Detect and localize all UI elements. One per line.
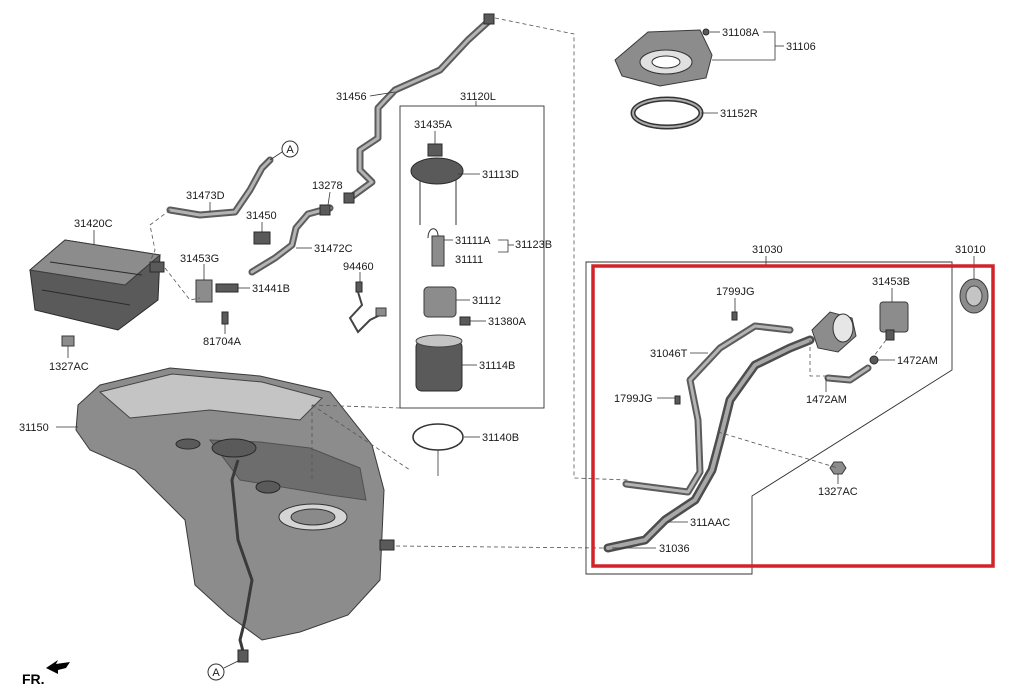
part-labels: 31108A 31106 31152R 31456 31120L 31435A … xyxy=(19,27,986,555)
ref-A-bottom-text: A xyxy=(212,667,220,679)
label-31380A: 31380A xyxy=(488,316,527,328)
label-31114B: 31114B xyxy=(479,360,515,372)
label-31152R: 31152R xyxy=(720,108,758,120)
label-81704A: 81704A xyxy=(203,336,242,348)
pump-gasket xyxy=(412,423,464,476)
reservoir-cup xyxy=(415,334,463,392)
pump-flange xyxy=(410,143,464,225)
label-31450: 31450 xyxy=(246,210,277,222)
bracket-31453G xyxy=(195,279,239,303)
label-31453B: 31453B xyxy=(872,276,910,288)
clip-31450 xyxy=(253,231,271,245)
label-31472C: 31472C xyxy=(314,243,353,255)
label-31112: 31112 xyxy=(472,295,501,307)
label-31108A: 31108A xyxy=(722,27,760,39)
check-valve-31453B xyxy=(879,301,909,341)
highlight-frame xyxy=(591,264,995,568)
label-31111: 31111 xyxy=(455,254,483,266)
hose-31456 xyxy=(343,13,495,204)
label-31046T: 31046T xyxy=(650,348,688,360)
label-31010: 31010 xyxy=(955,244,986,256)
label-1799JG-top: 1799JG xyxy=(716,286,755,298)
label-31473D: 31473D xyxy=(186,190,225,202)
sensor-94460 xyxy=(348,281,387,334)
label-31435A: 31435A xyxy=(414,119,453,131)
clip-1799JG xyxy=(674,311,738,405)
label-31140B: 31140B xyxy=(482,432,519,444)
filler-housing xyxy=(811,311,857,353)
dashed-guides xyxy=(149,17,887,549)
label-31106: 31106 xyxy=(786,41,816,53)
label-13278: 13278 xyxy=(312,180,343,192)
label-1799JG-left: 1799JG xyxy=(614,393,653,405)
label-31456: 31456 xyxy=(336,91,367,103)
front-arrow-icon xyxy=(46,660,70,674)
connector-13278 xyxy=(319,204,331,216)
fuel-filter xyxy=(423,286,471,326)
assembly-box-31030 xyxy=(585,261,953,575)
pump-assembly-box xyxy=(399,105,545,409)
leader-lines xyxy=(56,31,975,549)
bolt-81704A xyxy=(221,311,229,325)
label-31453G: 31453G xyxy=(180,253,219,265)
pump-cover-plate xyxy=(614,28,713,87)
ref-circle-A-top: A xyxy=(269,140,299,161)
hose-1472AM xyxy=(824,355,879,384)
fuel-pump-motor xyxy=(427,228,445,267)
vapor-hose-31472C xyxy=(248,204,334,276)
label-31111A: 31111A xyxy=(455,235,491,247)
nut-1327AC-right xyxy=(829,461,847,475)
breather-hose-31046T xyxy=(622,322,794,496)
label-31036: 31036 xyxy=(659,543,690,555)
ref-A-top-text: A xyxy=(286,144,294,156)
label-1327AC-left: 1327AC xyxy=(49,361,89,373)
filler-pipe-31036 xyxy=(603,335,815,553)
label-1327AC-right: 1327AC xyxy=(818,486,858,498)
vapor-hose-31473D xyxy=(166,156,274,219)
fuel-cap-31010 xyxy=(959,278,989,314)
nut-1327AC-left xyxy=(61,335,75,347)
label-31120L: 31120L xyxy=(460,91,496,103)
label-31123B: 31123B xyxy=(515,239,552,251)
label-1472AM-right: 1472AM xyxy=(897,355,938,367)
label-31420C: 31420C xyxy=(74,218,113,230)
ref-circle-A-bottom: A xyxy=(207,659,241,681)
label-311AAC: 311AAC xyxy=(690,517,730,529)
label-31030: 31030 xyxy=(752,244,783,256)
label-31150: 31150 xyxy=(19,422,49,434)
canister-31420C xyxy=(28,239,165,331)
front-label: FR. xyxy=(22,671,45,687)
fuel-tank-31150 xyxy=(75,367,395,663)
label-31441B: 31441B xyxy=(252,283,290,295)
front-direction-indicator: FR. xyxy=(22,660,70,687)
label-1472AM-low: 1472AM xyxy=(806,394,847,406)
label-94460: 94460 xyxy=(343,261,374,273)
label-31113D: 31113D xyxy=(482,169,519,181)
lock-ring xyxy=(630,96,704,130)
